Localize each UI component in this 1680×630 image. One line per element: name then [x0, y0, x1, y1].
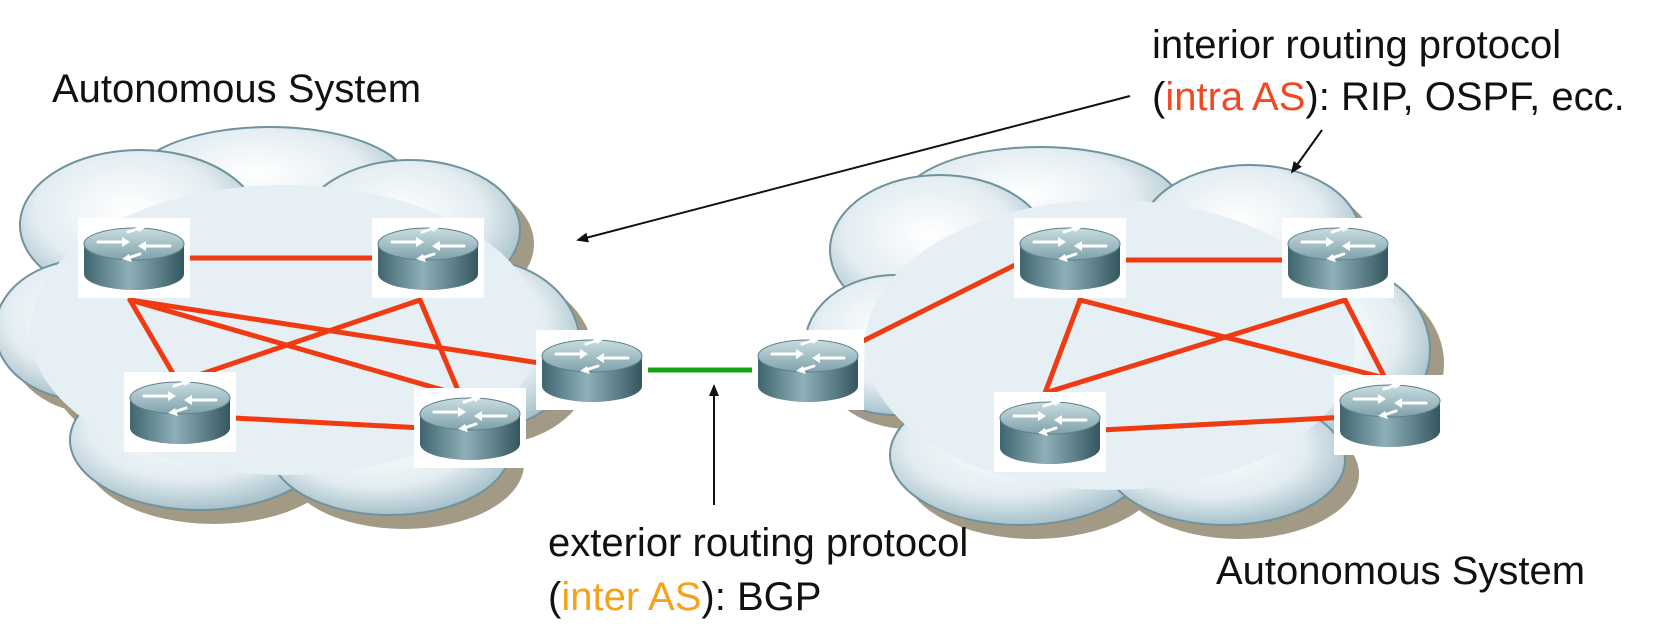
interior-protocol-detail: (intra AS): RIP, OSPF, ecc.	[1152, 74, 1625, 120]
inter-as-highlight: inter AS	[561, 575, 702, 619]
intra-link	[127, 297, 588, 373]
interior-protocol-list: ): RIP, OSPF, ecc.	[1305, 75, 1625, 119]
exterior-open-paren: (	[548, 575, 562, 619]
exterior-protocol-list: ): BGP	[701, 575, 822, 619]
intra-as-links	[127, 255, 1388, 436]
router-icon	[76, 216, 192, 300]
intra-link	[175, 297, 423, 385]
router-icon	[370, 216, 486, 300]
interior-arrow-right	[1290, 129, 1323, 174]
intra-link	[1042, 297, 1083, 396]
interior-open-paren: (	[1152, 75, 1166, 119]
router-icon	[1280, 216, 1396, 300]
interior-protocol-title: interior routing protocol	[1152, 23, 1562, 67]
cloud-icon-right	[804, 146, 1444, 539]
intra-link	[1077, 297, 1388, 381]
router-icon	[534, 328, 650, 412]
intra-link	[1042, 297, 1348, 396]
exterior-protocol-title: exterior routing protocol	[548, 521, 969, 565]
router-icon	[750, 328, 866, 412]
intra-link	[1342, 297, 1388, 381]
router-icon	[122, 370, 238, 454]
intra-as-highlight: intra AS	[1165, 75, 1306, 119]
router-icon	[1332, 373, 1448, 457]
as-left-label: Autonomous System	[52, 67, 422, 111]
router-icon	[412, 386, 528, 470]
as-right-label: Autonomous System	[1216, 549, 1586, 593]
interior-arrow	[576, 95, 1131, 243]
intra-link	[127, 297, 181, 385]
intra-link	[417, 297, 463, 398]
exterior-protocol-detail: (inter AS): BGP	[548, 574, 821, 620]
router-icon	[1012, 216, 1128, 300]
intra-link	[127, 297, 463, 398]
router-icon	[992, 390, 1108, 474]
